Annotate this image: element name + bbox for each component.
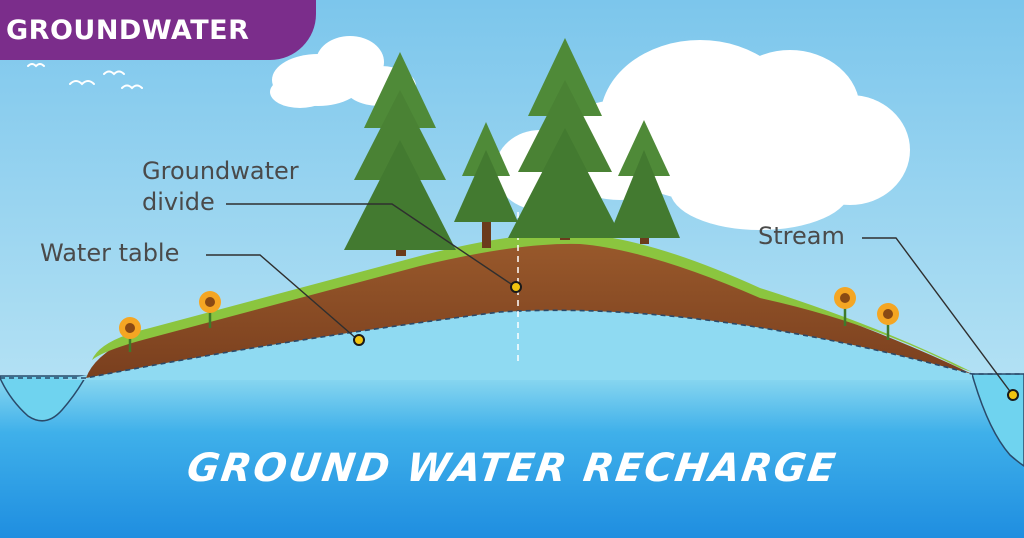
bird-icon xyxy=(27,63,143,90)
left-stream xyxy=(0,375,88,422)
water-table-leader-line xyxy=(206,254,359,341)
divide-leader-line xyxy=(226,203,515,287)
groundwater-divide-label-line2: divide xyxy=(142,188,215,216)
tree-icon xyxy=(344,52,456,256)
divide-marker xyxy=(510,281,522,293)
grass-strip xyxy=(92,233,972,372)
sunflower-icon xyxy=(199,291,221,328)
header-badge: GROUNDWATER xyxy=(0,0,316,60)
stream-leader-line xyxy=(862,237,1013,395)
tree-icon xyxy=(608,120,680,244)
saturated-zone xyxy=(60,310,972,380)
water-table-line xyxy=(0,309,1024,379)
sunflower-icon xyxy=(834,287,856,326)
groundwater-divide-label: Groundwater divide xyxy=(142,156,299,218)
water-table-label: Water table xyxy=(40,239,180,267)
groundwater-body xyxy=(0,376,1024,538)
water-table-marker xyxy=(353,334,365,346)
sunflower-icon xyxy=(877,303,899,340)
stream-marker xyxy=(1007,389,1019,401)
sunflower-icon xyxy=(119,317,141,352)
tree-icon xyxy=(508,38,622,240)
groundwater-divide-label-line1: Groundwater xyxy=(142,157,299,185)
stream-label: Stream xyxy=(758,222,845,250)
diagram-title: GROUND WATER RECHARGE xyxy=(184,446,840,491)
tree-icon xyxy=(454,122,518,248)
hill-soil xyxy=(86,235,972,378)
